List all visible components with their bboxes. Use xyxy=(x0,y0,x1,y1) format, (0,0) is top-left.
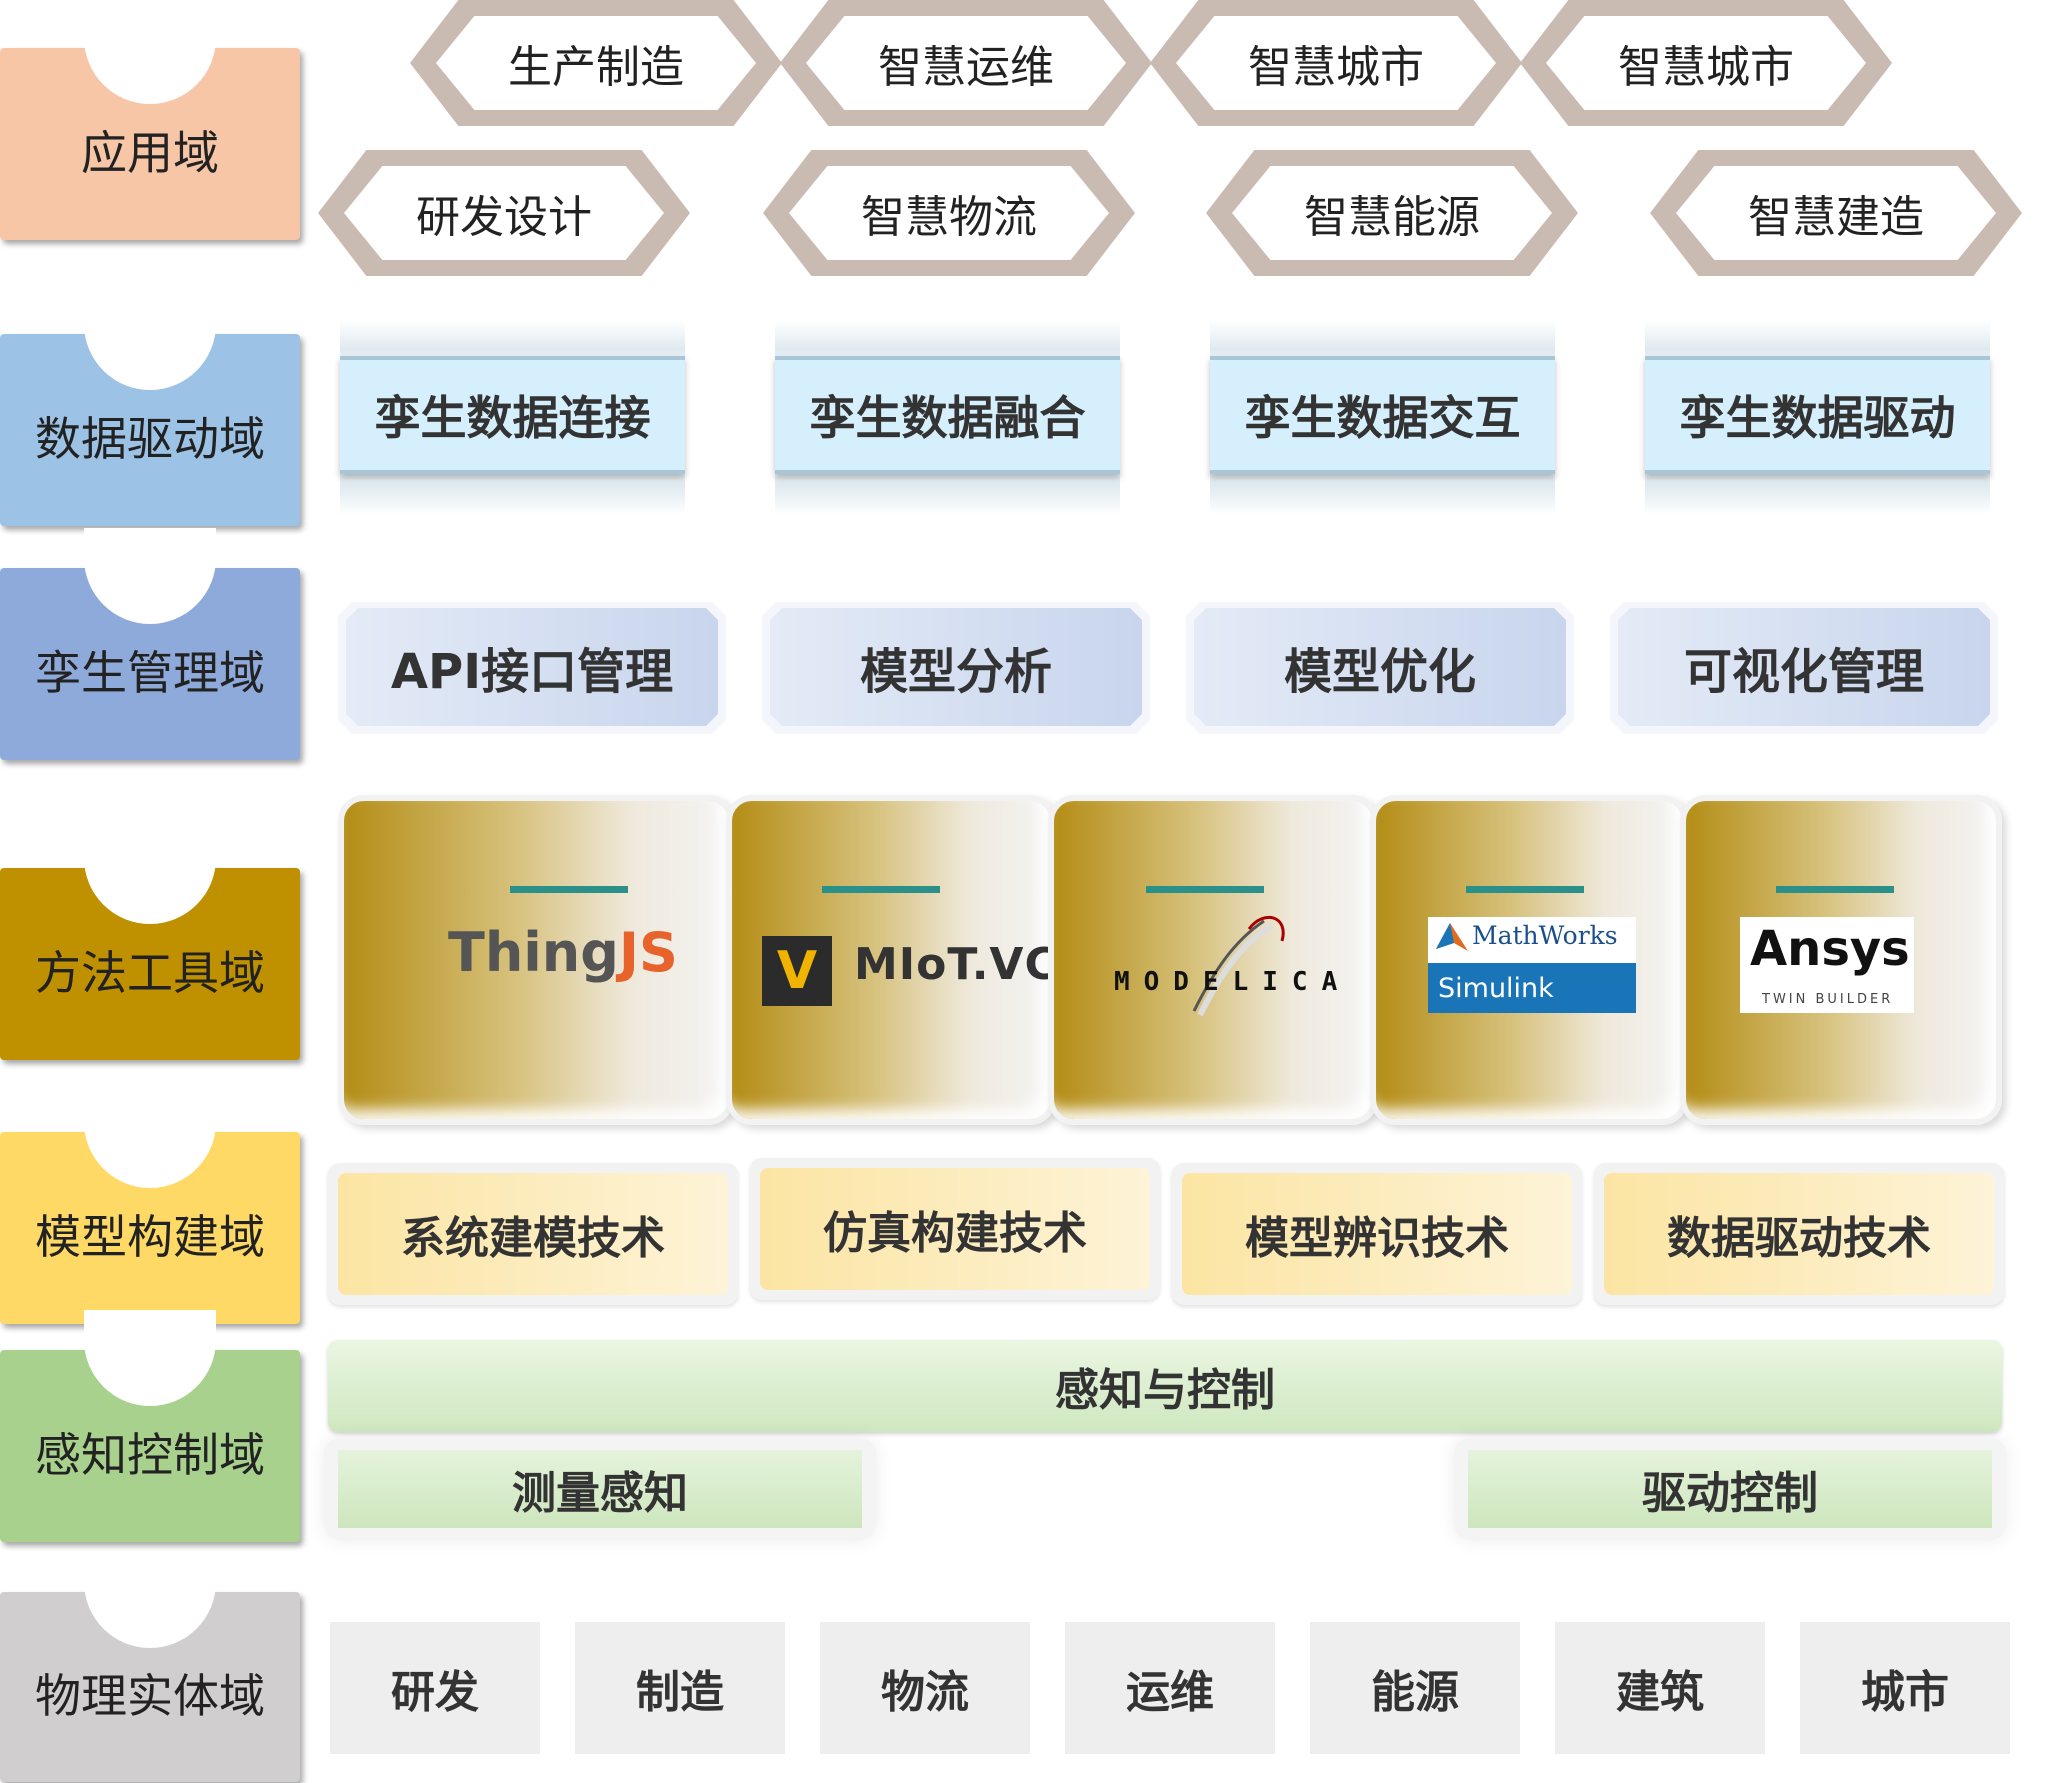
ansys-brand: Ansys xyxy=(1750,921,1910,977)
twin-management-label: 模型优化 xyxy=(1194,608,1566,726)
domain-tab-physical-entity: 物理实体域 xyxy=(0,1552,300,1782)
domain-tab-model-building: 模型构建域 xyxy=(0,1092,300,1324)
domain-label: 方法工具域 xyxy=(35,946,265,1000)
physical-entity-box: 制造 xyxy=(575,1622,785,1754)
domain-label: 应用域 xyxy=(81,126,219,180)
domain-label: 感知控制域 xyxy=(35,1428,265,1482)
thingjs-logo-accent: JS xyxy=(618,921,678,984)
model-building-box: 仿真构建技术 xyxy=(750,1158,1160,1300)
physical-entity-box: 运维 xyxy=(1065,1622,1275,1754)
twin-management-box: 模型分析 xyxy=(762,602,1150,734)
model-building-box: 数据驱动技术 xyxy=(1594,1163,2004,1305)
tool-accent-bar xyxy=(510,886,628,893)
app-chip: 智慧能源 xyxy=(1206,150,1578,276)
app-chip: 智慧运维 xyxy=(780,0,1152,126)
app-chip: 智慧城市 xyxy=(1150,0,1522,126)
domain-tab-perception-control: 感知控制域 xyxy=(0,1310,300,1542)
tool-panel-thingjs: ThingJS xyxy=(338,795,734,1125)
perception-left-label: 测量感知 xyxy=(338,1450,862,1528)
twin-management-label: 可视化管理 xyxy=(1618,608,1990,726)
data-driven-label: 孪生数据融合 xyxy=(775,356,1120,474)
physical-entity-box: 物流 xyxy=(820,1622,1030,1754)
ansys-logo: Ansys TWIN BUILDER xyxy=(1740,917,1914,1013)
perception-control-main: 感知与控制 xyxy=(328,1340,2002,1432)
data-driven-box: 孪生数据连接 xyxy=(340,320,685,515)
miot-v-icon: V xyxy=(762,936,832,1006)
domain-label: 物理实体域 xyxy=(35,1669,265,1723)
thingjs-logo-main: Thing xyxy=(448,921,619,984)
tool-panel-miot: V MIoT.VC xyxy=(726,795,1058,1125)
domain-label: 孪生管理域 xyxy=(35,646,265,700)
app-chip-label: 研发设计 xyxy=(344,166,664,260)
tool-panel-mathworks: MathWorks Simulink xyxy=(1370,795,1688,1125)
tool-accent-bar xyxy=(1776,886,1894,893)
data-driven-box: 孪生数据交互 xyxy=(1210,320,1555,515)
data-driven-box: 孪生数据融合 xyxy=(775,320,1120,515)
mathworks-brand: MathWorks xyxy=(1472,921,1618,950)
domain-tab-methods-tools: 方法工具域 xyxy=(0,828,300,1060)
model-building-box: 系统建模技术 xyxy=(328,1163,738,1305)
app-chip-label: 智慧城市 xyxy=(1546,16,1866,110)
tool-accent-bar xyxy=(1146,886,1264,893)
app-chip: 智慧物流 xyxy=(763,150,1135,276)
model-building-label: 数据驱动技术 xyxy=(1604,1173,1994,1295)
model-building-label: 系统建模技术 xyxy=(338,1173,728,1295)
model-building-label: 模型辨识技术 xyxy=(1182,1173,1572,1295)
app-chip-label: 智慧能源 xyxy=(1232,166,1552,260)
app-chip: 生产制造 xyxy=(410,0,782,126)
app-chip-label: 智慧物流 xyxy=(789,166,1109,260)
modelica-swoosh-icon xyxy=(1192,916,1285,1017)
tool-accent-bar xyxy=(1466,886,1584,893)
domain-label: 模型构建域 xyxy=(35,1210,265,1264)
domain-tab-application: 应用域 xyxy=(0,8,300,240)
perception-right-box: 驱动控制 xyxy=(1454,1438,2006,1540)
physical-entity-box: 城市 xyxy=(1800,1622,2010,1754)
twin-management-box: API接口管理 xyxy=(338,602,726,734)
data-driven-label: 孪生数据驱动 xyxy=(1645,356,1990,474)
app-chip-label: 智慧建造 xyxy=(1676,166,1996,260)
miot-logo-text: MIoT.VC xyxy=(854,939,1058,990)
tool-panel-modelica: MODELICA xyxy=(1048,795,1378,1125)
domain-tab-twin-management: 孪生管理域 xyxy=(0,528,300,760)
twin-management-box: 可视化管理 xyxy=(1610,602,1998,734)
twin-management-label: 模型分析 xyxy=(770,608,1142,726)
modelica-logo: MODELICA xyxy=(1114,967,1352,997)
twin-management-label: API接口管理 xyxy=(346,608,718,726)
tool-accent-bar xyxy=(822,886,940,893)
perception-right-label: 驱动控制 xyxy=(1468,1450,1992,1528)
model-building-label: 仿真构建技术 xyxy=(760,1168,1150,1290)
perception-left-box: 测量感知 xyxy=(324,1438,876,1540)
model-building-box: 模型辨识技术 xyxy=(1172,1163,1582,1305)
mathworks-product: Simulink xyxy=(1428,963,1636,1013)
app-chip: 智慧建造 xyxy=(1650,150,2022,276)
data-driven-label: 孪生数据连接 xyxy=(340,356,685,474)
mathworks-membrane-icon xyxy=(1436,923,1468,951)
app-chip-label: 智慧运维 xyxy=(806,16,1126,110)
data-driven-box: 孪生数据驱动 xyxy=(1645,320,1990,515)
twin-management-box: 模型优化 xyxy=(1186,602,1574,734)
ansys-product: TWIN BUILDER xyxy=(1762,992,1894,1007)
app-chip: 智慧城市 xyxy=(1520,0,1892,126)
physical-entity-box: 研发 xyxy=(330,1622,540,1754)
mathworks-logo: MathWorks Simulink xyxy=(1428,917,1636,1013)
data-driven-label: 孪生数据交互 xyxy=(1210,356,1555,474)
physical-entity-box: 能源 xyxy=(1310,1622,1520,1754)
thingjs-logo: ThingJS xyxy=(448,921,678,984)
tool-panel-ansys: Ansys TWIN BUILDER xyxy=(1680,795,2002,1125)
app-chip-label: 生产制造 xyxy=(436,16,756,110)
domain-tab-data-driven: 数据驱动域 xyxy=(0,294,300,526)
app-chip-label: 智慧城市 xyxy=(1176,16,1496,110)
domain-label: 数据驱动域 xyxy=(35,412,265,466)
physical-entity-box: 建筑 xyxy=(1555,1622,1765,1754)
app-chip: 研发设计 xyxy=(318,150,690,276)
